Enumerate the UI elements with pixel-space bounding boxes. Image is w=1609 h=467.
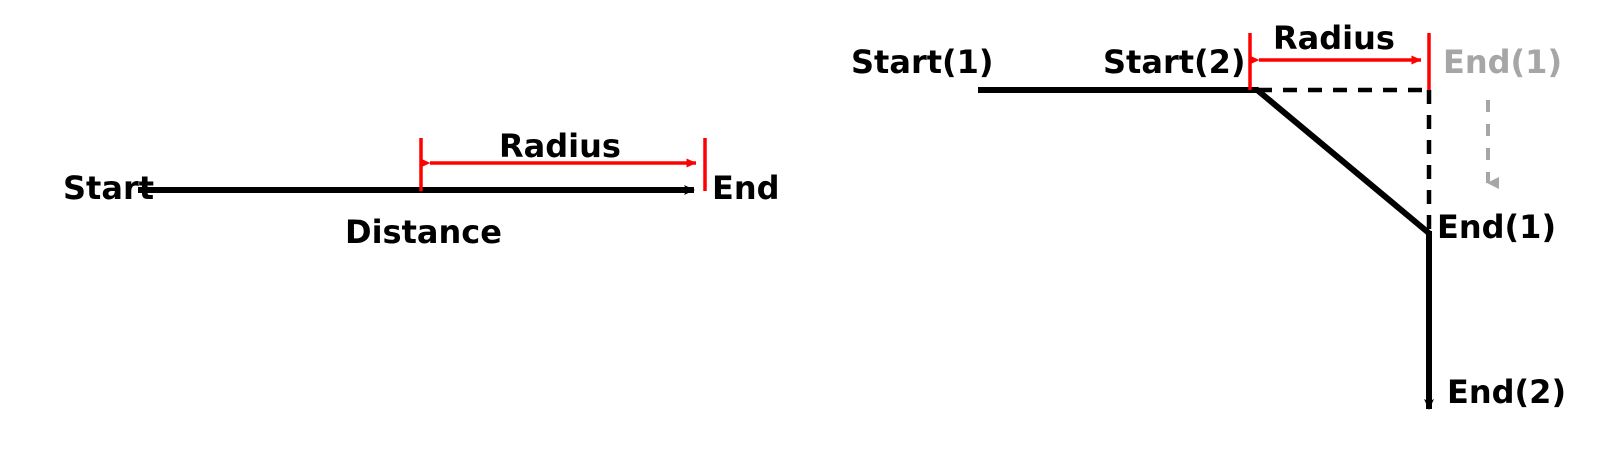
label-start-2: Start(2) xyxy=(1103,43,1246,81)
label-end-2: End(2) xyxy=(1447,373,1567,411)
segment-diagonal xyxy=(1254,86,1432,237)
label-radius-right: Radius xyxy=(1273,19,1395,57)
label-end-1: End(1) xyxy=(1437,208,1557,246)
label-end: End xyxy=(712,169,780,207)
label-end-1-faded: End(1) xyxy=(1443,43,1563,81)
left-panel-group xyxy=(138,138,707,195)
right-panel-group xyxy=(978,33,1499,410)
label-start-1: Start(1) xyxy=(851,43,994,81)
label-distance: Distance xyxy=(345,213,502,251)
label-start: Start xyxy=(63,169,155,207)
label-radius-left: Radius xyxy=(499,127,621,165)
